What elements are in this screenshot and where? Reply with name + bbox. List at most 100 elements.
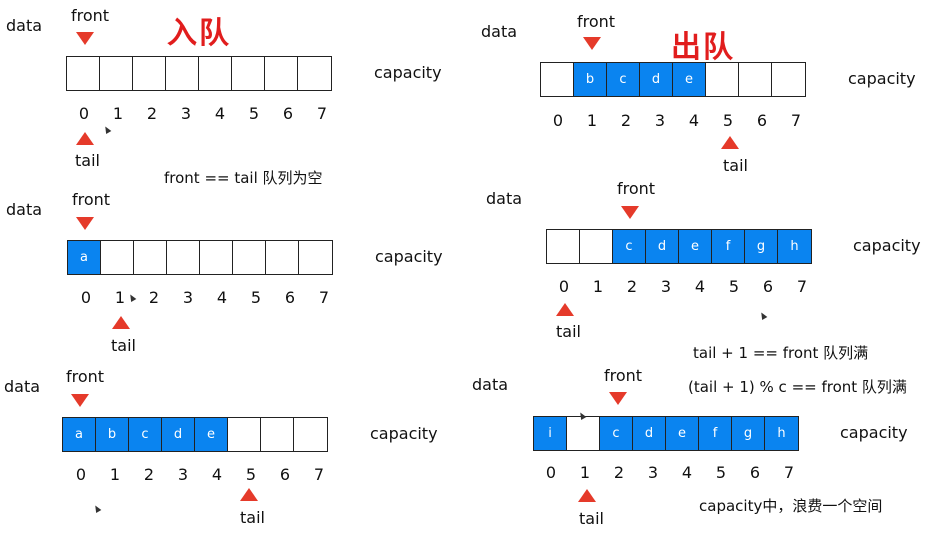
capacity-label: capacity (375, 247, 443, 266)
queue-cell (580, 230, 613, 263)
tail-label: tail (579, 509, 604, 528)
index-label: 7 (796, 277, 808, 296)
index-label: 2 (148, 288, 160, 307)
tail-pointer-icon (578, 489, 596, 502)
queue-cell (200, 241, 233, 274)
front-pointer-icon (76, 217, 94, 230)
index-label: 4 (211, 465, 223, 484)
queue-cell (101, 241, 134, 274)
tail-label: tail (723, 156, 748, 175)
index-label: 2 (146, 104, 158, 123)
queue-cell: h (765, 417, 798, 450)
index-label: 3 (180, 104, 192, 123)
index-label: 4 (688, 111, 700, 130)
queue-cell: d (640, 63, 673, 96)
data-label: data (6, 16, 43, 35)
index-label: 0 (545, 463, 557, 482)
queue-cell: g (732, 417, 765, 450)
index-label: 1 (592, 277, 604, 296)
index-label: 0 (78, 104, 90, 123)
queue-cell: e (679, 230, 712, 263)
tail-pointer-icon (721, 136, 739, 149)
queue-cell (261, 418, 294, 451)
queue-cell: i (534, 417, 567, 450)
index-label: 6 (756, 111, 768, 130)
index-label: 5 (722, 111, 734, 130)
tail-label: tail (111, 336, 136, 355)
queue-cell (567, 417, 600, 450)
front-pointer-icon (583, 37, 601, 50)
index-label: 0 (558, 277, 570, 296)
index-label: 7 (790, 111, 802, 130)
index-label: 1 (109, 465, 121, 484)
index-label: 5 (715, 463, 727, 482)
index-label: 4 (681, 463, 693, 482)
queue-cell (266, 241, 299, 274)
note-full-1: tail + 1 == front 队列满 (693, 344, 869, 362)
queue-array: a (67, 240, 333, 275)
queue-cell (233, 241, 266, 274)
queue-array (66, 56, 332, 91)
cursor-icon (92, 503, 102, 514)
front-pointer-icon (621, 206, 639, 219)
index-label: 7 (313, 465, 325, 484)
queue-cell: d (633, 417, 666, 450)
index-label: 3 (177, 465, 189, 484)
queue-cell: e (195, 418, 228, 451)
note-full-2: (tail + 1) % c == front 队列满 (688, 378, 907, 396)
front-pointer-icon (76, 32, 94, 45)
capacity-label: capacity (853, 236, 921, 255)
queue-cell: d (646, 230, 679, 263)
capacity-label: capacity (840, 423, 908, 442)
queue-cell (294, 418, 327, 451)
queue-cell (772, 63, 805, 96)
data-label: data (4, 377, 41, 396)
index-label: 0 (75, 465, 87, 484)
queue-cell: c (129, 418, 162, 451)
index-label: 7 (318, 288, 330, 307)
index-label: 7 (316, 104, 328, 123)
queue-cell: e (673, 63, 706, 96)
index-label: 4 (216, 288, 228, 307)
index-label: 3 (182, 288, 194, 307)
queue-cell: f (712, 230, 745, 263)
front-label: front (66, 367, 105, 386)
index-label: 6 (749, 463, 761, 482)
front-pointer-icon (609, 392, 627, 405)
front-label: front (577, 12, 616, 31)
tail-label: tail (556, 322, 581, 341)
front-label: front (72, 190, 111, 209)
tail-pointer-icon (112, 316, 130, 329)
index-label: 0 (552, 111, 564, 130)
index-label: 1 (112, 104, 124, 123)
index-label: 6 (284, 288, 296, 307)
queue-cell (133, 57, 166, 90)
queue-cell: c (607, 63, 640, 96)
tail-pointer-icon (556, 303, 574, 316)
queue-cell (706, 63, 739, 96)
index-label: 1 (579, 463, 591, 482)
cursor-icon (102, 124, 112, 135)
queue-cell (299, 241, 332, 274)
queue-cell: g (745, 230, 778, 263)
queue-cell: h (778, 230, 811, 263)
queue-cell (541, 63, 574, 96)
front-label: front (604, 366, 643, 385)
index-label: 7 (783, 463, 795, 482)
index-label: 6 (282, 104, 294, 123)
data-label: data (486, 189, 523, 208)
index-label: 2 (620, 111, 632, 130)
queue-cell: c (613, 230, 646, 263)
capacity-label: capacity (370, 424, 438, 443)
front-pointer-icon (71, 394, 89, 407)
note-empty: front == tail 队列为空 (164, 169, 323, 187)
index-label: 1 (586, 111, 598, 130)
queue-cell: a (63, 418, 96, 451)
